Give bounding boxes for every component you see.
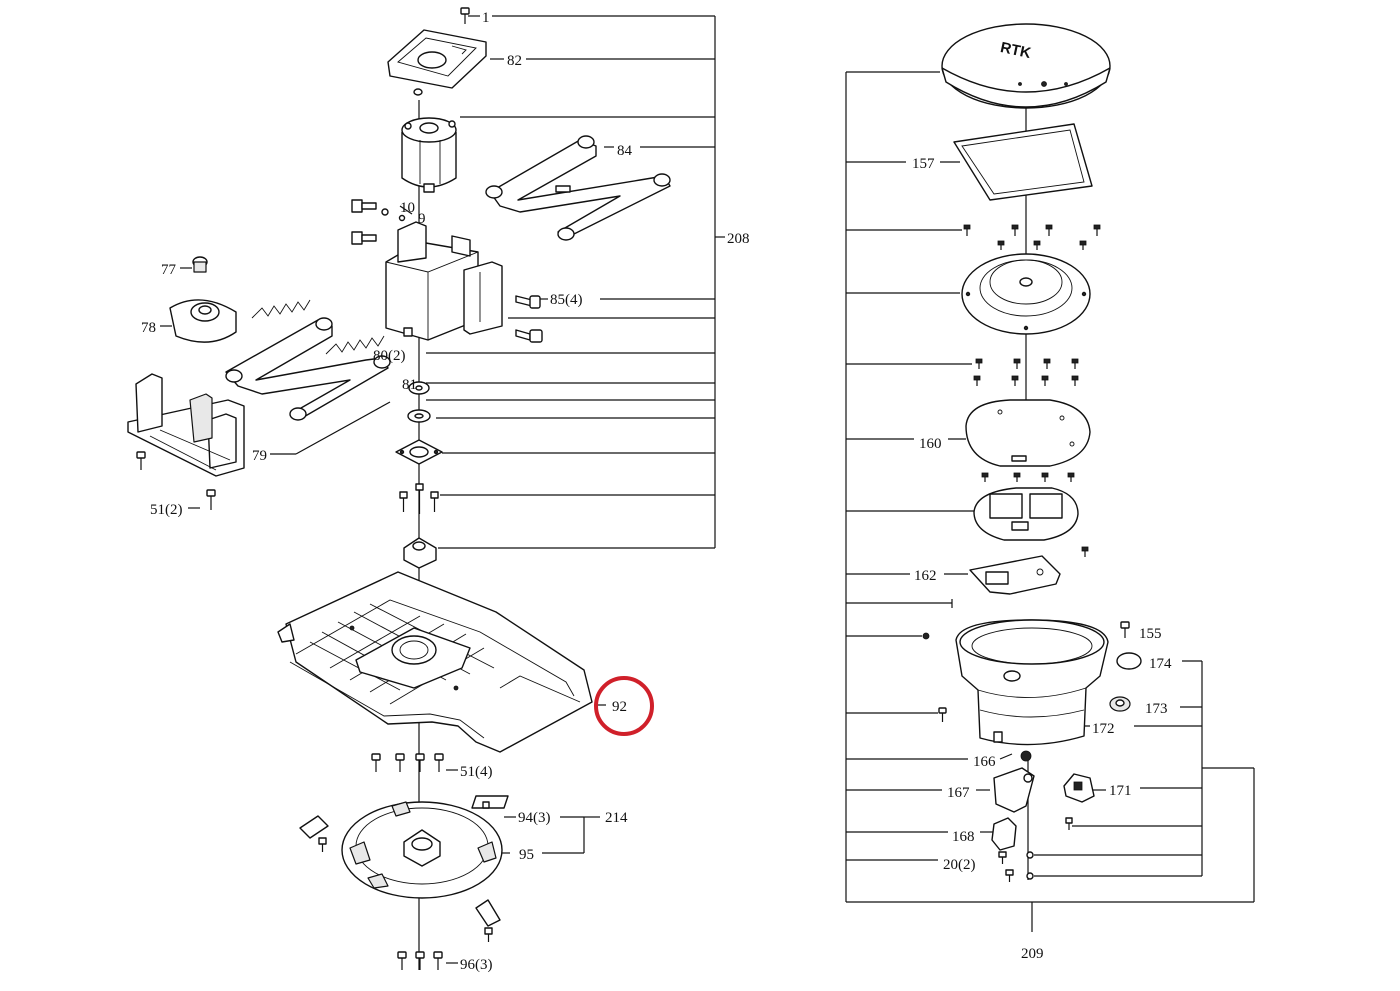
springs-part-80 <box>251 299 385 355</box>
label-part-96: 96(3) <box>460 957 493 973</box>
screw-row-3 <box>981 472 1075 482</box>
sensor-part-171 <box>1063 773 1095 830</box>
motor-part <box>401 117 457 193</box>
label-part-1: 1 <box>482 10 490 26</box>
screws-part-96 <box>397 951 443 970</box>
screw-lone <box>1081 546 1089 557</box>
blade-disc-part-95 <box>341 801 503 899</box>
chassis-part-92 <box>277 571 593 753</box>
label-part-155: 155 <box>1139 626 1162 642</box>
motor-housing <box>385 221 503 341</box>
screw-row-1 <box>963 224 1101 250</box>
gasket-part-157 <box>953 123 1093 201</box>
screw-row-2 <box>973 358 1079 386</box>
label-part-94: 94(3) <box>518 810 551 826</box>
bracket-part-167 <box>993 767 1035 813</box>
label-part-166: 166 <box>973 754 996 770</box>
screws-part-20 <box>998 851 1034 882</box>
label-part-79: 79 <box>252 448 267 464</box>
oring-part-174 <box>1116 652 1142 670</box>
bracket-209-lines <box>845 71 1255 932</box>
plate-part-160 <box>965 399 1091 467</box>
screw-part-1 <box>460 7 470 24</box>
blades-part-94 <box>299 795 509 942</box>
bolts-part-85 <box>515 295 543 343</box>
bracket-208-lines <box>160 15 725 964</box>
label-part-85: 85(4) <box>550 292 583 308</box>
screw-part-155 <box>1120 621 1130 638</box>
cover-part-82 <box>387 29 487 96</box>
pcb-disc <box>973 487 1079 541</box>
label-part-209: 209 <box>1021 946 1044 962</box>
label-part-10: 10 <box>400 200 415 216</box>
rtk-label: RTK <box>999 39 1033 62</box>
base-frame-part-79 <box>127 373 245 477</box>
label-part-171: 171 <box>1109 783 1132 799</box>
rtk-antenna-dome: RTK <box>941 23 1111 109</box>
grommet-part-173 <box>1109 696 1131 712</box>
screws-part-51-4 <box>371 753 444 772</box>
label-part-80: 80(2) <box>373 348 406 364</box>
label-part-92: 92 <box>612 699 627 715</box>
label-part-173: 173 <box>1145 701 1168 717</box>
lower-arm-part <box>225 317 391 421</box>
arm-part-84 <box>485 135 671 241</box>
label-part-51-4: 51(4) <box>460 764 493 780</box>
label-part-77: 77 <box>161 262 177 278</box>
label-part-172: 172 <box>1092 721 1115 737</box>
label-part-162: 162 <box>914 568 937 584</box>
bolts-part-10-9 <box>351 199 406 245</box>
board-part-162 <box>969 555 1061 595</box>
hub-coupling <box>403 537 437 569</box>
clip-part-168 <box>991 817 1017 851</box>
label-part-51-2: 51(2) <box>150 502 183 518</box>
label-part-95: 95 <box>519 847 534 863</box>
label-part-160: 160 <box>919 436 942 452</box>
axis-bolts <box>399 483 439 514</box>
axis-washers <box>395 381 443 465</box>
label-part-9: 9 <box>418 211 426 227</box>
label-part-78: 78 <box>141 320 156 336</box>
highlight-circle-92 <box>594 676 654 736</box>
label-part-81: 81 <box>402 377 417 393</box>
label-part-167: 167 <box>947 785 970 801</box>
knob-part-77 <box>192 256 208 273</box>
wheel-part-78 <box>169 299 237 343</box>
label-part-157: 157 <box>912 156 935 172</box>
label-part-84: 84 <box>617 143 633 159</box>
housing-part-172 <box>955 619 1109 746</box>
antenna-base-plate <box>961 253 1091 335</box>
screw-left-housing <box>938 707 947 722</box>
nut-part <box>922 632 930 640</box>
label-part-174: 174 <box>1149 656 1172 672</box>
label-part-214: 214 <box>605 810 628 826</box>
label-part-168: 168 <box>952 829 975 845</box>
label-part-20: 20(2) <box>943 857 976 873</box>
label-part-82: 82 <box>507 53 522 69</box>
label-part-208: 208 <box>727 231 750 247</box>
screw-part-166 <box>1020 750 1032 762</box>
screws-part-51-2 <box>136 451 216 510</box>
